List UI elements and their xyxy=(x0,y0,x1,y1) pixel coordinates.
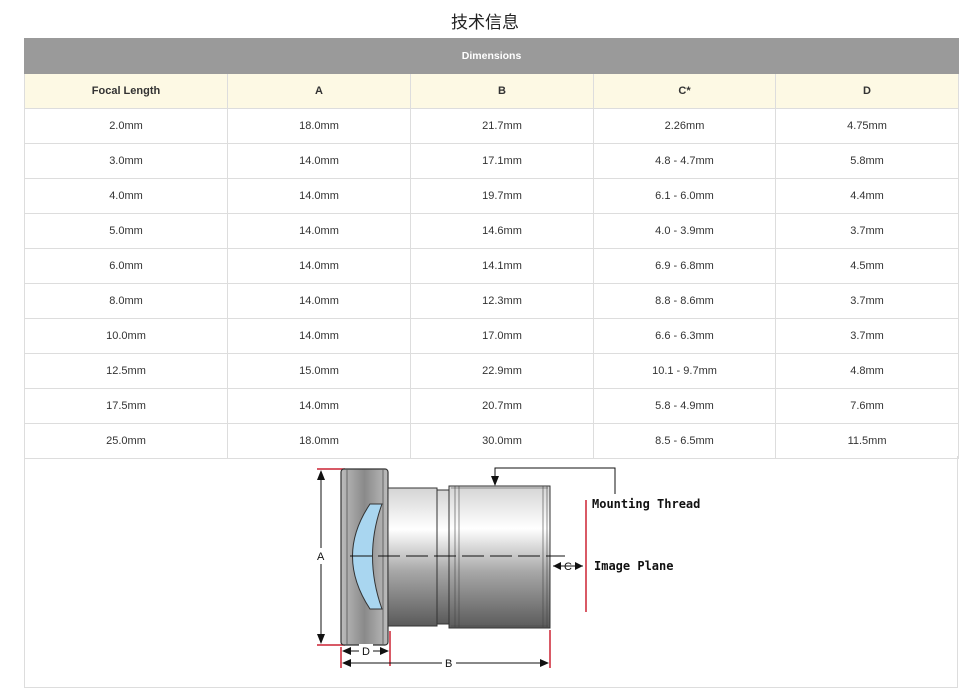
table-cell: 25.0mm xyxy=(24,423,228,459)
table-banner-row: Dimensions xyxy=(23,38,960,74)
table-cell: 14.0mm xyxy=(227,318,411,354)
header-a: A xyxy=(227,73,411,109)
table-cell: 4.75mm xyxy=(774,108,960,144)
table-cell: 14.1mm xyxy=(410,248,594,284)
table-cell: 2.26mm xyxy=(593,108,776,144)
table-cell: 4.8mm xyxy=(774,353,960,389)
header-b: B xyxy=(410,73,594,109)
table-cell: 3.7mm xyxy=(774,213,960,249)
label-mounting-thread: Mounting Thread xyxy=(592,497,700,511)
lens-drawing: A Mounting Thread xyxy=(314,467,700,670)
table-cell: 4.4mm xyxy=(774,178,960,214)
table-banner: Dimensions xyxy=(23,38,960,74)
table-cell: 14.0mm xyxy=(227,283,411,319)
table-cell: 14.0mm xyxy=(227,143,411,179)
table-cell: 6.9 - 6.8mm xyxy=(593,248,776,284)
table-cell: 5.0mm xyxy=(24,213,228,249)
header-focal-length: Focal Length xyxy=(24,73,228,109)
header-c: C* xyxy=(593,73,776,109)
label-b: B xyxy=(445,658,452,670)
table-cell: 4.0mm xyxy=(24,178,228,214)
table-cell: 18.0mm xyxy=(227,423,411,459)
table-cell: 30.0mm xyxy=(410,423,594,459)
table-cell: 6.1 - 6.0mm xyxy=(593,178,776,214)
table-cell: 17.5mm xyxy=(24,388,228,424)
dimension-d: D xyxy=(340,631,391,668)
table-cell: 4.5mm xyxy=(774,248,960,284)
table-cell: 6.0mm xyxy=(24,248,228,284)
table-cell: 3.0mm xyxy=(24,143,228,179)
table-cell: 17.1mm xyxy=(410,143,594,179)
table-cell: 19.7mm xyxy=(410,178,594,214)
table-cell: 11.5mm xyxy=(774,423,960,459)
table-cell: 4.0 - 3.9mm xyxy=(593,213,776,249)
table-cell: 8.5 - 6.5mm xyxy=(593,423,776,459)
image-plane-callout: C Image Plane xyxy=(553,500,673,612)
table-cell: 2.0mm xyxy=(24,108,228,144)
thread-lines xyxy=(451,486,548,628)
table-cell: 7.6mm xyxy=(774,388,960,424)
lens-middle-body xyxy=(387,487,438,627)
table-cell: 14.0mm xyxy=(227,248,411,284)
table-cell: 22.9mm xyxy=(410,353,594,389)
table-cell: 12.5mm xyxy=(24,353,228,389)
label-a: A xyxy=(317,551,325,563)
mounting-thread-callout: Mounting Thread xyxy=(491,467,700,511)
table-header-row: Focal Length A B C* D xyxy=(24,73,960,109)
lens-dimension-diagram: A Mounting Thread xyxy=(24,456,958,688)
table-cell: 5.8 - 4.9mm xyxy=(593,388,776,424)
page-title: 技术信息 xyxy=(451,13,519,33)
table-cell: 3.7mm xyxy=(774,318,960,354)
table-cell: 14.0mm xyxy=(227,213,411,249)
table-cell: 10.1 - 9.7mm xyxy=(593,353,776,389)
label-c: C xyxy=(564,561,572,573)
table-cell: 8.0mm xyxy=(24,283,228,319)
table-cell: 14.0mm xyxy=(227,178,411,214)
table-cell: 21.7mm xyxy=(410,108,594,144)
table-cell: 12.3mm xyxy=(410,283,594,319)
table-cell: 15.0mm xyxy=(227,353,411,389)
dimension-b: B xyxy=(342,630,551,670)
table-cell: 4.8 - 4.7mm xyxy=(593,143,776,179)
lens-neck xyxy=(436,489,450,625)
table-cell: 5.8mm xyxy=(774,143,960,179)
table-cell: 8.8 - 8.6mm xyxy=(593,283,776,319)
dimension-a: A xyxy=(314,468,345,646)
table-cell: 14.0mm xyxy=(227,388,411,424)
table-cell: 20.7mm xyxy=(410,388,594,424)
table-cell: 10.0mm xyxy=(24,318,228,354)
table-cell: 3.7mm xyxy=(774,283,960,319)
table-cell: 14.6mm xyxy=(410,213,594,249)
table-cell: 6.6 - 6.3mm xyxy=(593,318,776,354)
table-cell: 18.0mm xyxy=(227,108,411,144)
table-cell: 17.0mm xyxy=(410,318,594,354)
label-image-plane: Image Plane xyxy=(594,559,673,573)
lens-threaded-barrel xyxy=(448,485,551,629)
label-d: D xyxy=(362,646,370,658)
header-d: D xyxy=(774,73,960,109)
